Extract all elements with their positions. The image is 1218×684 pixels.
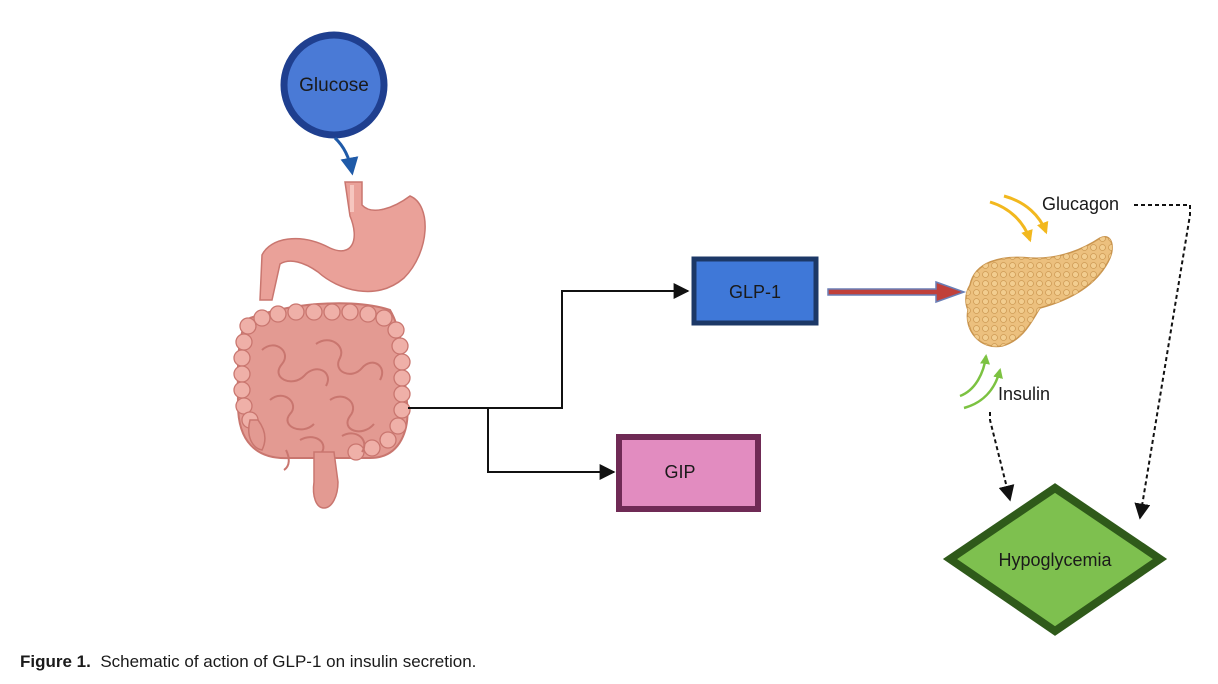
- glp1-box: [691, 256, 819, 326]
- gut-to-gip-connector: [487, 408, 616, 480]
- glucose-node: Glucose: [280, 31, 388, 139]
- gip-box: [616, 434, 761, 512]
- glp1-label: GLP-1: [729, 282, 781, 302]
- gip-label: GIP: [664, 462, 695, 482]
- glp1-to-pancreas-arrow: [827, 280, 967, 304]
- figure-caption: Figure 1. Schematic of action of GLP-1 o…: [20, 652, 476, 672]
- hypoglycemia-label: Hypoglycemia: [998, 550, 1112, 570]
- stomach-illustration: [259, 181, 426, 301]
- hypoglycemia-node: Hypoglycemia: [942, 483, 1168, 636]
- glucagon-to-hypoglycemia-line: [1134, 204, 1191, 520]
- intestines-illustration: [233, 302, 411, 509]
- glucagon-label: Glucagon: [1042, 194, 1119, 214]
- gut-to-glp1-connector: [408, 283, 690, 409]
- glucagon-secretion-arrows: [989, 194, 1049, 243]
- glp1-node: GLP-1: [691, 256, 819, 326]
- glucose-circle: [280, 31, 388, 139]
- insulin-secretion-arrows: [959, 354, 1003, 410]
- figure-caption-label: Figure 1.: [20, 652, 91, 671]
- figure-caption-text: Schematic of action of GLP-1 on insulin …: [100, 652, 477, 671]
- insulin-to-hypoglycemia-line: [989, 412, 1015, 502]
- pancreas-illustration: [965, 235, 1113, 348]
- insulin-label: Insulin: [998, 384, 1050, 404]
- hypoglycemia-diamond: [942, 483, 1168, 636]
- glucose-label: Glucose: [299, 75, 369, 96]
- gip-node: GIP: [616, 434, 761, 512]
- glucose-to-stomach-arrow: [333, 136, 359, 176]
